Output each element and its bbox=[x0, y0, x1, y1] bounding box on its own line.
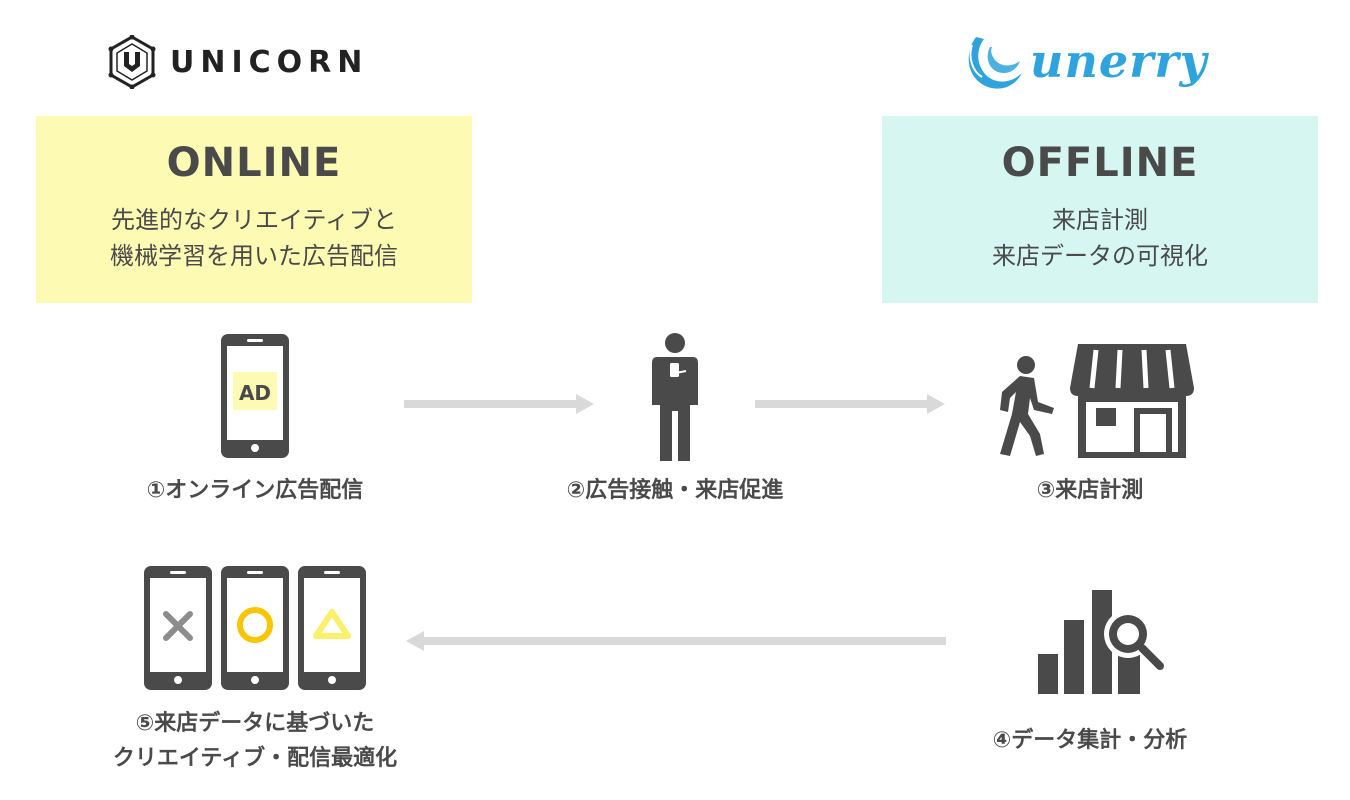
step-2-label: ②広告接触・来店促進 bbox=[566, 478, 784, 503]
offline-description-line-1: 来店計測 bbox=[1052, 206, 1148, 234]
step-3-label: ③来店計測 bbox=[1036, 478, 1144, 503]
unerry-wave-icon bbox=[968, 37, 1022, 89]
unicorn-hexagon-icon bbox=[108, 35, 156, 89]
step-5-label-line-1: ⑤来店データに基づいた bbox=[135, 711, 375, 736]
offline-title: OFFLINE bbox=[1001, 140, 1199, 186]
data-analysis-icon bbox=[1038, 590, 1164, 694]
store-icon bbox=[1070, 344, 1194, 458]
unicorn-logo-text: UNICORN bbox=[170, 44, 369, 80]
ad-badge-text: AD bbox=[239, 381, 271, 405]
smartphone-cross-icon bbox=[144, 566, 212, 690]
unicorn-logo: UNICORN bbox=[108, 34, 408, 90]
online-panel: ONLINE 先進的なクリエイティブと 機械学習を用いた広告配信 bbox=[36, 116, 472, 303]
smartphone-triangle-icon bbox=[298, 566, 366, 690]
offline-description-line-2: 来店データの可視化 bbox=[992, 242, 1208, 270]
offline-panel: OFFLINE 来店計測 来店データの可視化 bbox=[882, 116, 1318, 303]
unerry-logo: unerry bbox=[962, 26, 1242, 100]
arrow-left bbox=[406, 631, 946, 651]
arrow-right-1 bbox=[404, 394, 594, 414]
online-description-line-2: 機械学習を用いた広告配信 bbox=[110, 242, 398, 270]
arrow-right-2 bbox=[755, 394, 945, 414]
step-5-label-line-2: クリエイティブ・配信最適化 bbox=[112, 746, 398, 771]
step-1-label: ①オンライン広告配信 bbox=[146, 478, 364, 503]
smartphone-ad-icon: AD bbox=[221, 334, 289, 458]
online-title: ONLINE bbox=[166, 140, 342, 186]
step-4-label: ④データ集計・分析 bbox=[992, 728, 1188, 753]
online-description-line-1: 先進的なクリエイティブと bbox=[110, 206, 398, 234]
unerry-logo-text: unerry bbox=[1030, 34, 1208, 88]
walking-person-icon bbox=[1000, 356, 1054, 456]
smartphone-circle-icon bbox=[221, 566, 289, 690]
person-with-phone-icon bbox=[652, 333, 698, 461]
